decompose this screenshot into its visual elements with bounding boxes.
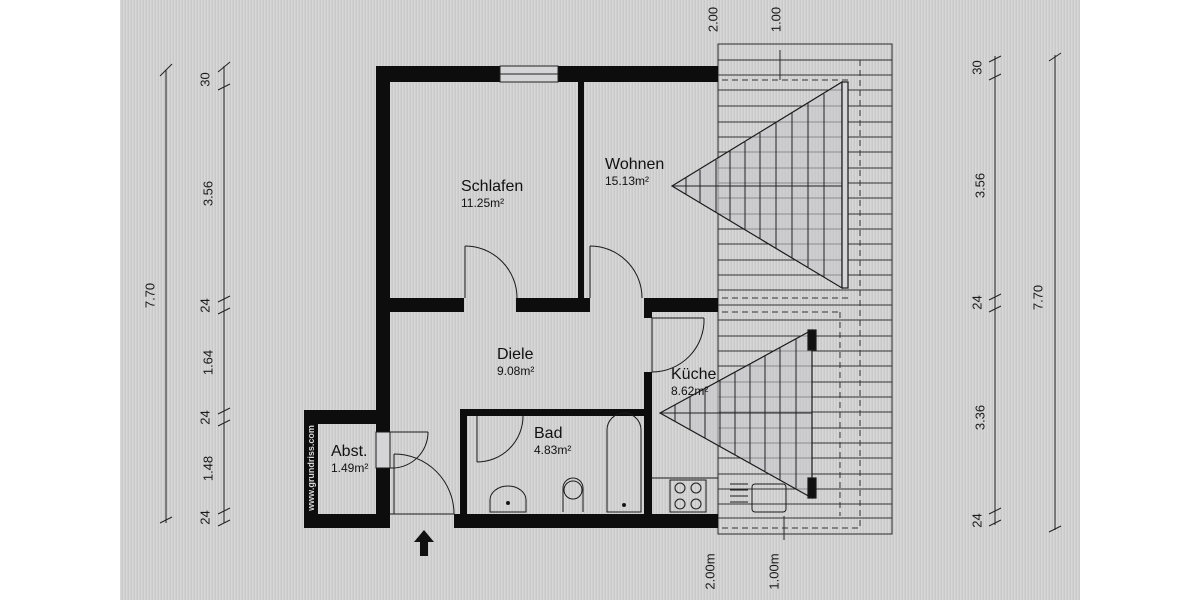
room-diele: Diele 9.08m²	[497, 346, 534, 378]
room-name: Bad	[534, 425, 563, 442]
dim-left-seg-5: 24	[197, 410, 213, 425]
doors	[375, 245, 705, 515]
floor-plan-photo	[120, 0, 1080, 600]
room-name: Wohnen	[605, 156, 665, 173]
right-dimension-lines	[988, 52, 1062, 533]
room-area: 15.13m²	[605, 174, 650, 188]
room-wohnen: Wohnen 15.13m²	[605, 156, 664, 188]
dim-right-seg-1: 30	[969, 60, 985, 75]
room-name: Küche	[671, 366, 717, 383]
entrance-arrow-icon	[414, 530, 434, 556]
walls	[304, 66, 718, 528]
balcony-bottom-dim-2: 1.00m	[766, 553, 782, 590]
room-bad: Bad 4.83m²	[534, 425, 571, 457]
dim-right-seg-2: 3.56	[972, 172, 988, 199]
balcony-bottom-dim-1: 2.00m	[702, 553, 718, 590]
dim-left-seg-6: 1.48	[200, 455, 216, 482]
dim-left-seg-7: 24	[197, 510, 213, 525]
watermark: www.grundriss.com	[306, 425, 316, 511]
room-abst: Abst. 1.49m²	[331, 443, 368, 475]
room-area: 11.25m²	[461, 196, 505, 210]
dim-left-seg-3: 24	[197, 298, 213, 313]
window-top	[499, 65, 559, 83]
dim-right-total: 7.70	[1030, 284, 1046, 311]
balcony-top-dim-2: 1.00	[768, 6, 784, 33]
dormer-lower	[658, 328, 817, 500]
dim-left-seg-4: 1.64	[200, 349, 216, 376]
dim-left-seg-1: 30	[197, 72, 213, 87]
kitchen-fixtures	[652, 477, 787, 513]
dim-right-seg-5: 24	[969, 513, 985, 528]
room-name: Diele	[497, 346, 534, 363]
dim-right-seg-4: 3.36	[972, 404, 988, 431]
room-area: 4.83m²	[534, 443, 572, 457]
dim-left-total: 7.70	[142, 282, 158, 309]
room-kueche: Küche 8.62m²	[671, 366, 716, 398]
dormer-upper	[670, 80, 849, 290]
balcony-top-dim-1: 2.00	[705, 6, 721, 33]
dim-left-seg-2: 3.56	[200, 180, 216, 207]
room-name: Schlafen	[461, 178, 524, 195]
room-schlafen: Schlafen 11.25m²	[461, 178, 523, 210]
room-area: 9.08m²	[497, 364, 535, 378]
left-dimension-lines	[159, 61, 231, 527]
room-area: 1.49m²	[331, 461, 369, 475]
room-area: 8.62m²	[671, 384, 709, 398]
room-name: Abst.	[331, 443, 368, 460]
dim-right-seg-3: 24	[969, 295, 985, 310]
bathroom-fixtures	[489, 412, 642, 513]
